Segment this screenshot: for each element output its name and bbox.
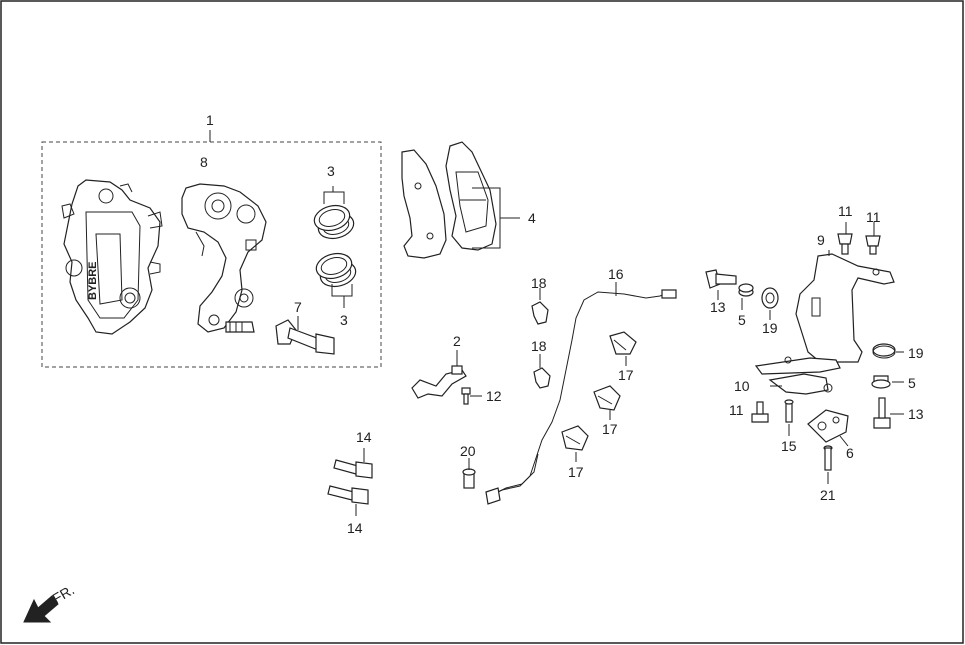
brake-pad-front: [401, 149, 447, 259]
callout-16: 16: [608, 266, 624, 282]
grommet-upper: [761, 287, 779, 309]
callout-11-b: 11: [866, 209, 881, 225]
callout-11-a: 11: [838, 203, 853, 219]
wire-clip-3: [561, 425, 589, 451]
callout-18-upper: 18: [531, 275, 547, 291]
bolt-11-b: [865, 235, 881, 255]
abs-sensor-wire: [485, 289, 677, 505]
caliper-assembly-box: [41, 141, 382, 368]
bolt-13-lower: [873, 397, 891, 429]
callout-14-upper: 14: [356, 429, 372, 445]
bolt-13-upper: [705, 269, 737, 289]
callout-19-upper: 19: [762, 320, 778, 336]
callout-14-lower: 14: [347, 520, 363, 536]
mounting-bolt-lower: [327, 485, 369, 505]
hose-clip-upper: [531, 301, 549, 325]
callout-15: 15: [781, 438, 797, 454]
sensor-bracket: [795, 253, 895, 363]
callout-4: 4: [528, 210, 536, 226]
bolt-11-a: [837, 233, 853, 255]
piston-seal-lower: [315, 252, 357, 288]
grommet-lower: [872, 343, 896, 359]
callout-17-c: 17: [568, 464, 584, 480]
callout-3-lower: 3: [340, 312, 348, 328]
callout-9: 9: [817, 232, 825, 248]
caliper-brand-lettering: BYBRE: [87, 261, 99, 300]
callout-20: 20: [460, 443, 476, 459]
callout-19-lower: 19: [908, 345, 924, 361]
screw-21: [823, 445, 833, 471]
hose-clamp: [411, 365, 467, 399]
screw-15: [784, 399, 794, 423]
callout-10: 10: [734, 378, 750, 394]
callout-5-upper: 5: [738, 312, 746, 328]
sensor-pin: [462, 468, 476, 489]
caliper-bracket: [181, 183, 267, 333]
guide-plate: [768, 373, 833, 395]
callout-6: 6: [846, 445, 854, 461]
collar-lower: [871, 375, 891, 389]
sensor-holder: [807, 409, 849, 443]
collar-upper: [738, 283, 754, 297]
callout-3-upper: 3: [327, 163, 335, 179]
callout-7: 7: [294, 299, 302, 315]
callout-13-lower: 13: [908, 406, 924, 422]
callout-5-lower: 5: [908, 375, 916, 391]
hose-clip-lower: [533, 367, 551, 389]
callout-18-lower: 18: [531, 338, 547, 354]
wire-clip-1: [609, 331, 637, 355]
bolt-11-c: [751, 401, 769, 423]
callout-1: 1: [206, 112, 214, 128]
callout-17-a: 17: [618, 367, 634, 383]
callout-13-upper: 13: [710, 299, 726, 315]
callout-12: 12: [486, 388, 502, 404]
bolt-12: [461, 387, 471, 405]
caliper-body: BYBRE: [61, 179, 163, 335]
mount-plate: [754, 356, 841, 375]
callout-21: 21: [820, 487, 836, 503]
front-direction-arrow-icon: [23, 595, 59, 623]
callout-2: 2: [453, 333, 461, 349]
slide-pin: [275, 319, 335, 355]
wire-clip-2: [593, 385, 621, 411]
brake-pad-rear: [445, 141, 497, 251]
callout-11-c: 11: [729, 402, 744, 418]
piston-seal-upper: [313, 204, 355, 240]
callout-8: 8: [200, 154, 208, 170]
mounting-bolt-upper: [333, 459, 373, 479]
callout-17-b: 17: [602, 421, 618, 437]
